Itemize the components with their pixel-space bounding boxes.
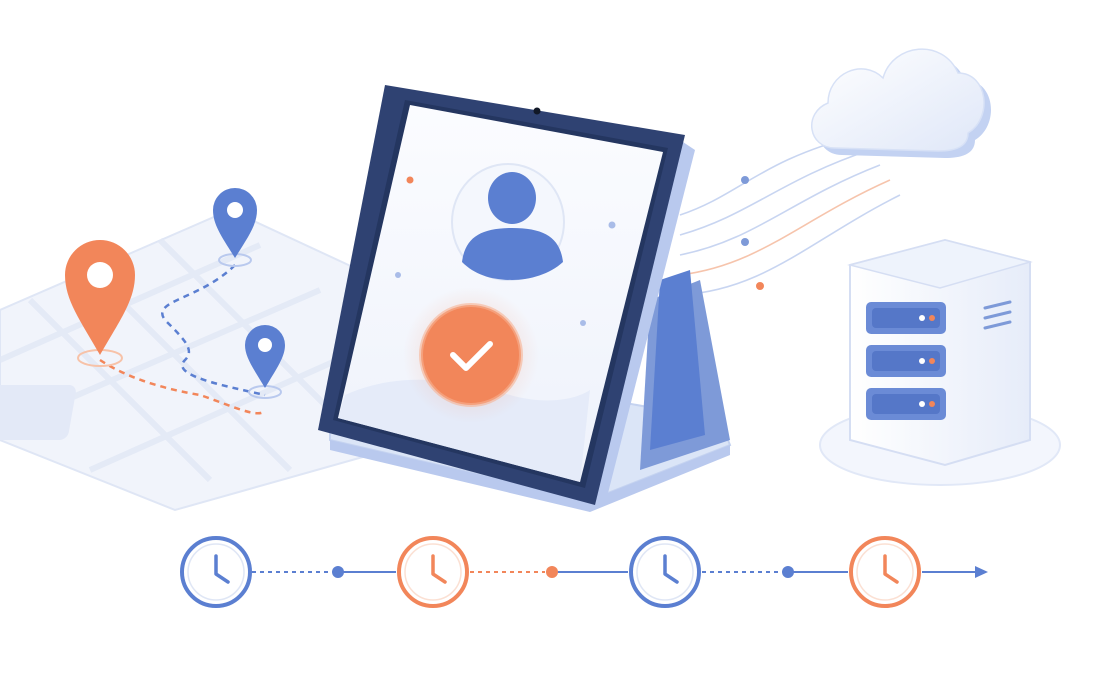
map-panel (0, 208, 371, 512)
clock-icon (849, 536, 921, 608)
clock-icon (629, 536, 701, 608)
server-unit (866, 345, 946, 377)
clock-icon (180, 536, 252, 608)
map-pin-icon (65, 240, 135, 367)
cloud-icon (811, 48, 992, 158)
tablet-kiosk (318, 85, 732, 512)
server-icon (819, 238, 1061, 486)
server-unit (866, 302, 946, 334)
arrow-right-icon (975, 566, 988, 578)
checkmark-icon (403, 287, 539, 423)
clock-icon (397, 536, 469, 608)
user-avatar-icon (451, 163, 565, 281)
map-pin-icon (213, 188, 257, 267)
server-unit (866, 388, 946, 420)
map-pin-icon (245, 325, 285, 399)
timeline (180, 536, 988, 608)
